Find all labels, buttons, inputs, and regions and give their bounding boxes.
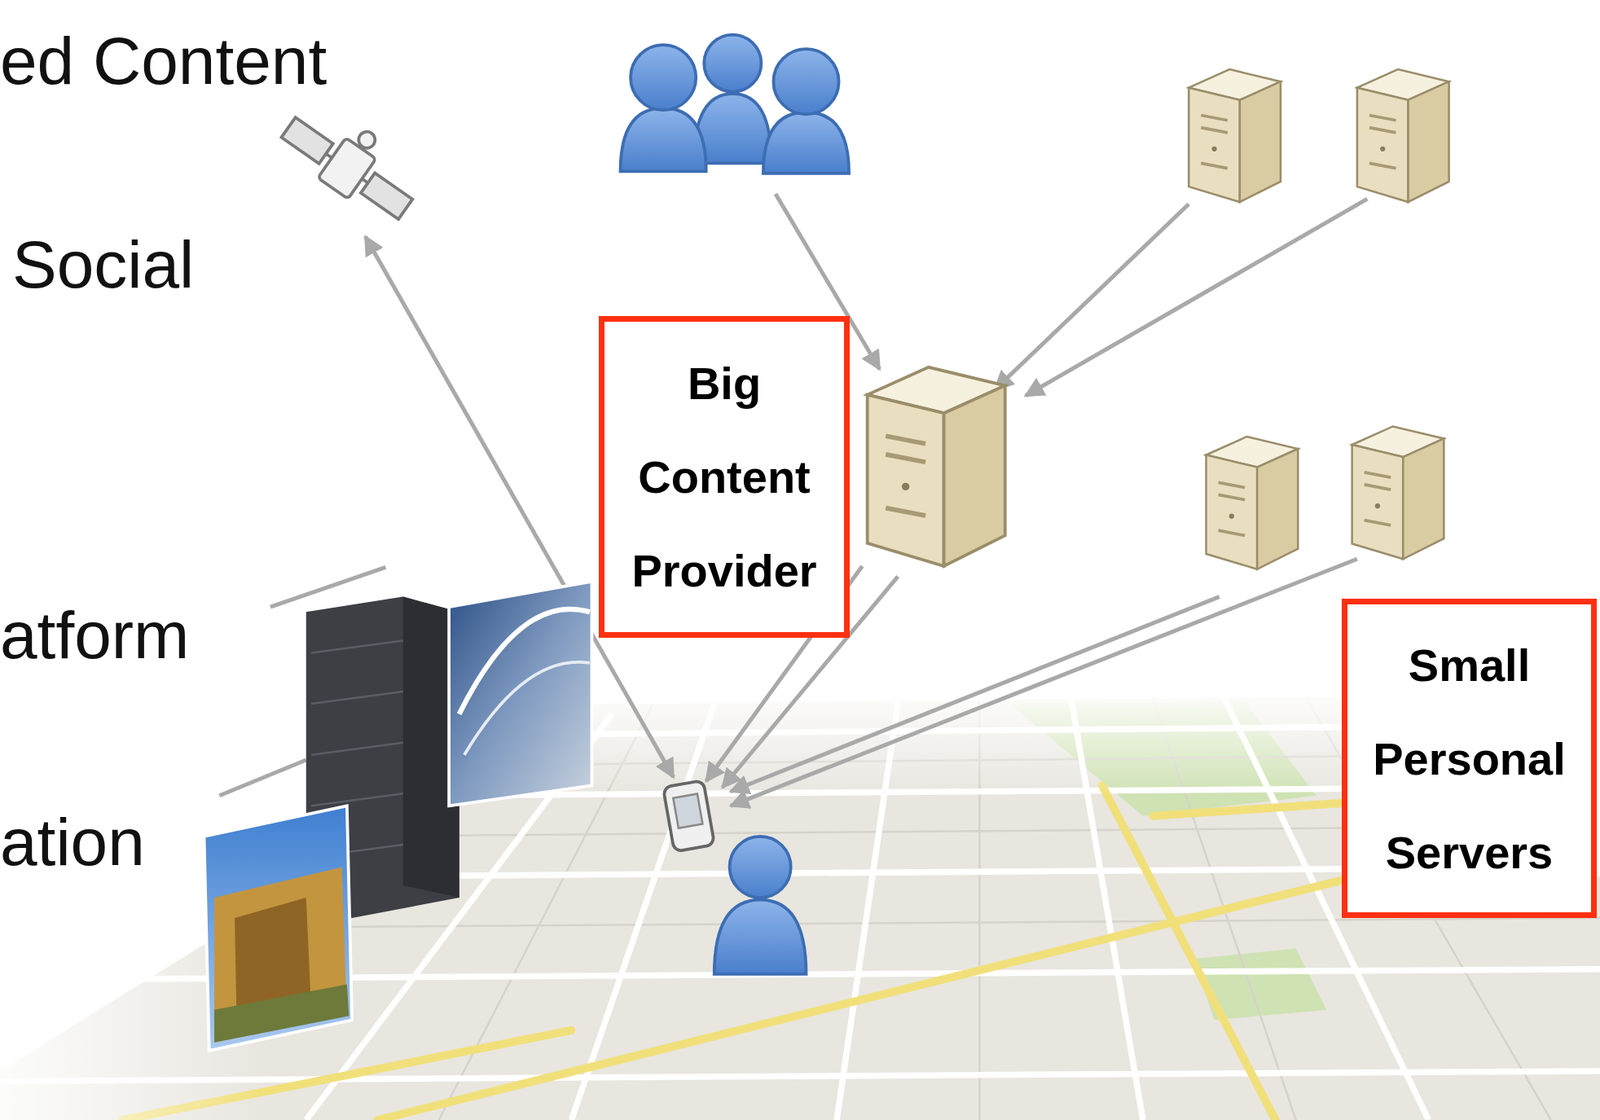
- user-icon: [714, 836, 807, 975]
- city-buildings: [204, 581, 593, 1051]
- annotation-box: Big Content Provider: [598, 316, 850, 638]
- slide-bullet-text: ation: [0, 804, 146, 881]
- annotation-box: Small Personal Servers: [1341, 598, 1597, 919]
- slide-bullet-text: Social: [12, 226, 194, 304]
- slide-bullet-text: atform: [0, 597, 190, 674]
- server-icons: [867, 69, 1450, 570]
- phone-icon: [663, 780, 715, 853]
- box-label: Small Personal Servers: [1362, 618, 1577, 900]
- text-stack: Big Content Provider: [619, 336, 830, 618]
- slide-bullet-text: ed Content: [0, 22, 327, 100]
- text-stack: Small Personal Servers: [1362, 618, 1577, 900]
- user-group-icon: [620, 35, 850, 174]
- box-label: Big Content Provider: [619, 336, 830, 618]
- satellite-icon: [274, 92, 431, 229]
